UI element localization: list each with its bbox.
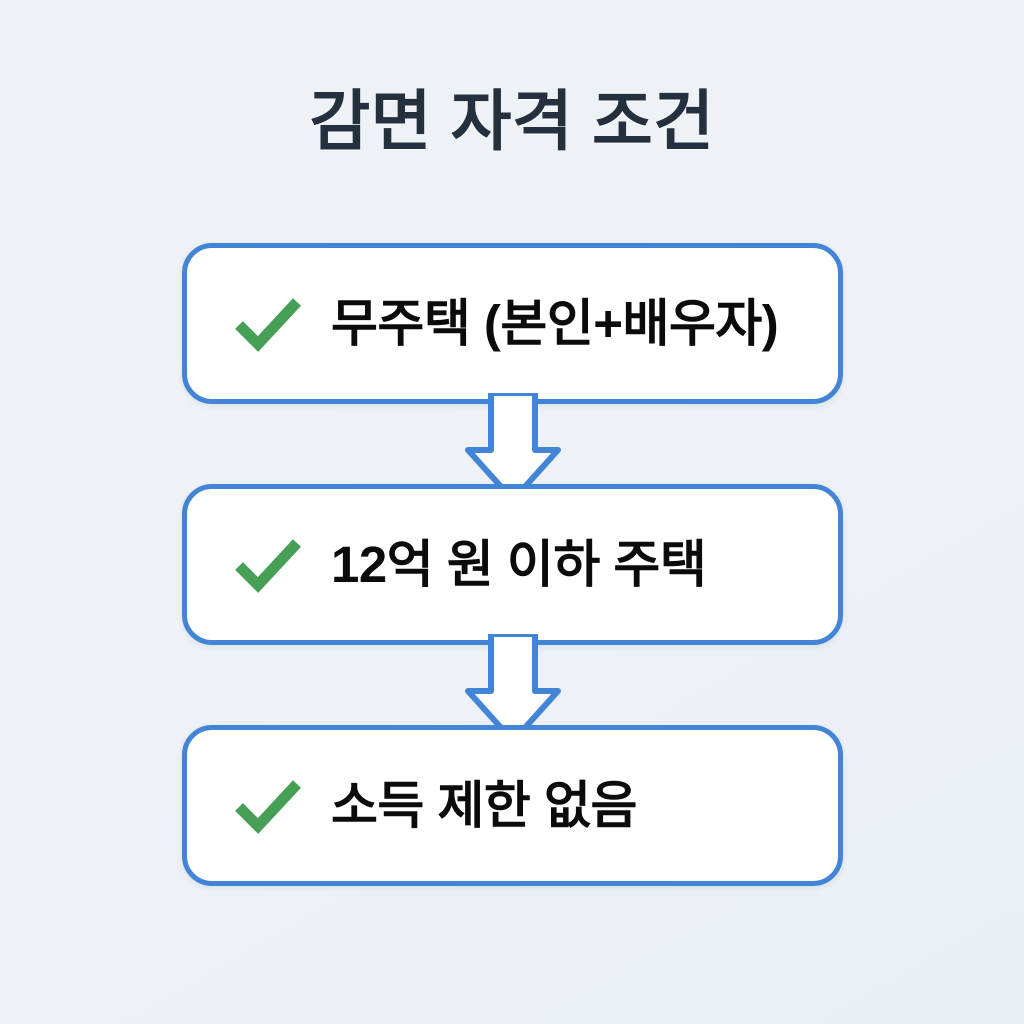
- flow-step-3-label: 소득 제한 없음: [331, 776, 637, 834]
- flow-step-2: 12억 원 이하 주택: [182, 484, 843, 645]
- check-icon: [235, 538, 302, 593]
- page-title: 감면 자격 조건: [309, 84, 715, 158]
- flowchart: 무주택 (본인+배우자) 12억 원 이하 주택 소득 제한 없: [182, 243, 843, 886]
- flow-step-1: 무주택 (본인+배우자): [182, 243, 843, 404]
- flow-step-2-label: 12억 원 이하 주택: [331, 535, 707, 593]
- check-icon: [235, 779, 302, 834]
- flow-step-3: 소득 제한 없음: [182, 725, 843, 886]
- check-icon: [235, 297, 302, 352]
- flow-step-1-label: 무주택 (본인+배우자): [331, 294, 779, 352]
